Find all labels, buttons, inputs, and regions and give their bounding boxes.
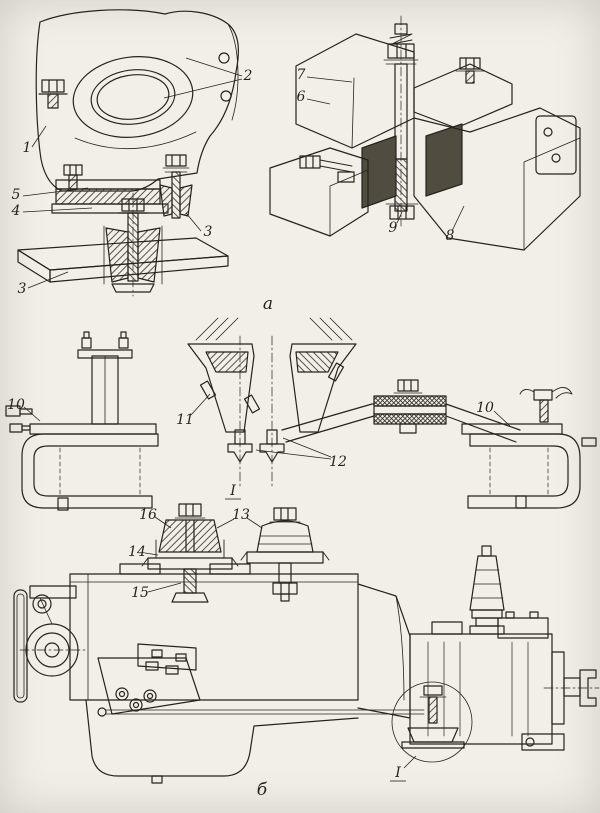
- frame-base-plates: [17, 237, 229, 283]
- callout-9: 9: [389, 220, 398, 236]
- callout-10-right: 10: [476, 400, 494, 416]
- engine-feet: [227, 335, 285, 487]
- view-marker-top: I: [229, 483, 236, 499]
- gearbox: [409, 611, 565, 751]
- fan-belt-pulleys: [13, 585, 87, 703]
- laminated-pad-beam: [281, 379, 521, 443]
- rear-mount-detail-circle: [391, 681, 473, 763]
- gear-shift-tower: [469, 545, 505, 635]
- callout-1: 1: [23, 140, 32, 156]
- front-engine-mount-drawing: [17, 9, 239, 297]
- section-label-b: б: [257, 780, 268, 800]
- callout-8: 8: [446, 228, 455, 244]
- vertical-stud-bolt: [383, 15, 419, 227]
- callout-6: 6: [297, 89, 306, 105]
- callout-15: 15: [131, 585, 149, 601]
- housing-bore: [72, 56, 194, 138]
- callout-5: 5: [12, 187, 21, 203]
- leader-lines: [22, 57, 511, 782]
- left-mount-bracket: [5, 331, 159, 511]
- engine-leg-right: [289, 317, 357, 433]
- engine-leg-left: [187, 317, 255, 433]
- callout-16: 16: [139, 507, 157, 523]
- callout-10-left: 10: [7, 397, 25, 413]
- callout-3-right: 3: [204, 224, 213, 240]
- callout-13: 13: [232, 507, 250, 523]
- rubber-pad-right: [425, 123, 463, 197]
- section-label-a: а: [263, 294, 273, 314]
- front-mount-bracket-side: [97, 643, 425, 717]
- oil-pan: [85, 699, 359, 784]
- mount-layout-drawing: [5, 317, 597, 511]
- callout-4: 4: [11, 203, 21, 219]
- upper-bracket-plate: [295, 33, 415, 149]
- engine-side-view-drawing: [13, 545, 600, 784]
- clutch-bellhousing: [357, 583, 411, 719]
- callout-3-left: 3: [18, 281, 27, 297]
- side-bolt: [299, 155, 355, 183]
- mount-detail-drawing: [141, 503, 330, 603]
- callout-labels: 1 2 3 3 4 5 6 7 8 9 10 10 11 12 13 14 15…: [7, 67, 494, 800]
- detail-exterior-assembly: [240, 507, 330, 602]
- callout-14: 14: [128, 544, 146, 560]
- center-mount-bolt: [103, 192, 163, 297]
- view-marker-bottom: I: [394, 765, 401, 781]
- callout-11: 11: [176, 412, 194, 428]
- secondary-mount-bolt: [159, 154, 193, 219]
- output-shaft: [543, 651, 600, 725]
- callout-7: 7: [297, 67, 306, 83]
- right-bracket-arm: [413, 57, 513, 129]
- rubber-pad-left: [361, 135, 397, 209]
- callout-12: 12: [329, 454, 347, 470]
- mount-housing-outline: [35, 9, 239, 192]
- front-cushion-stack: [51, 164, 169, 214]
- engine-block: [69, 563, 359, 701]
- detail-section-assembly: [141, 503, 239, 603]
- rear-engine-mount-drawing: [269, 15, 581, 251]
- callout-2: 2: [243, 68, 253, 84]
- left-support-bolt: [38, 79, 68, 109]
- lower-support-block: [269, 107, 581, 251]
- right-mount-bracket: [461, 387, 597, 509]
